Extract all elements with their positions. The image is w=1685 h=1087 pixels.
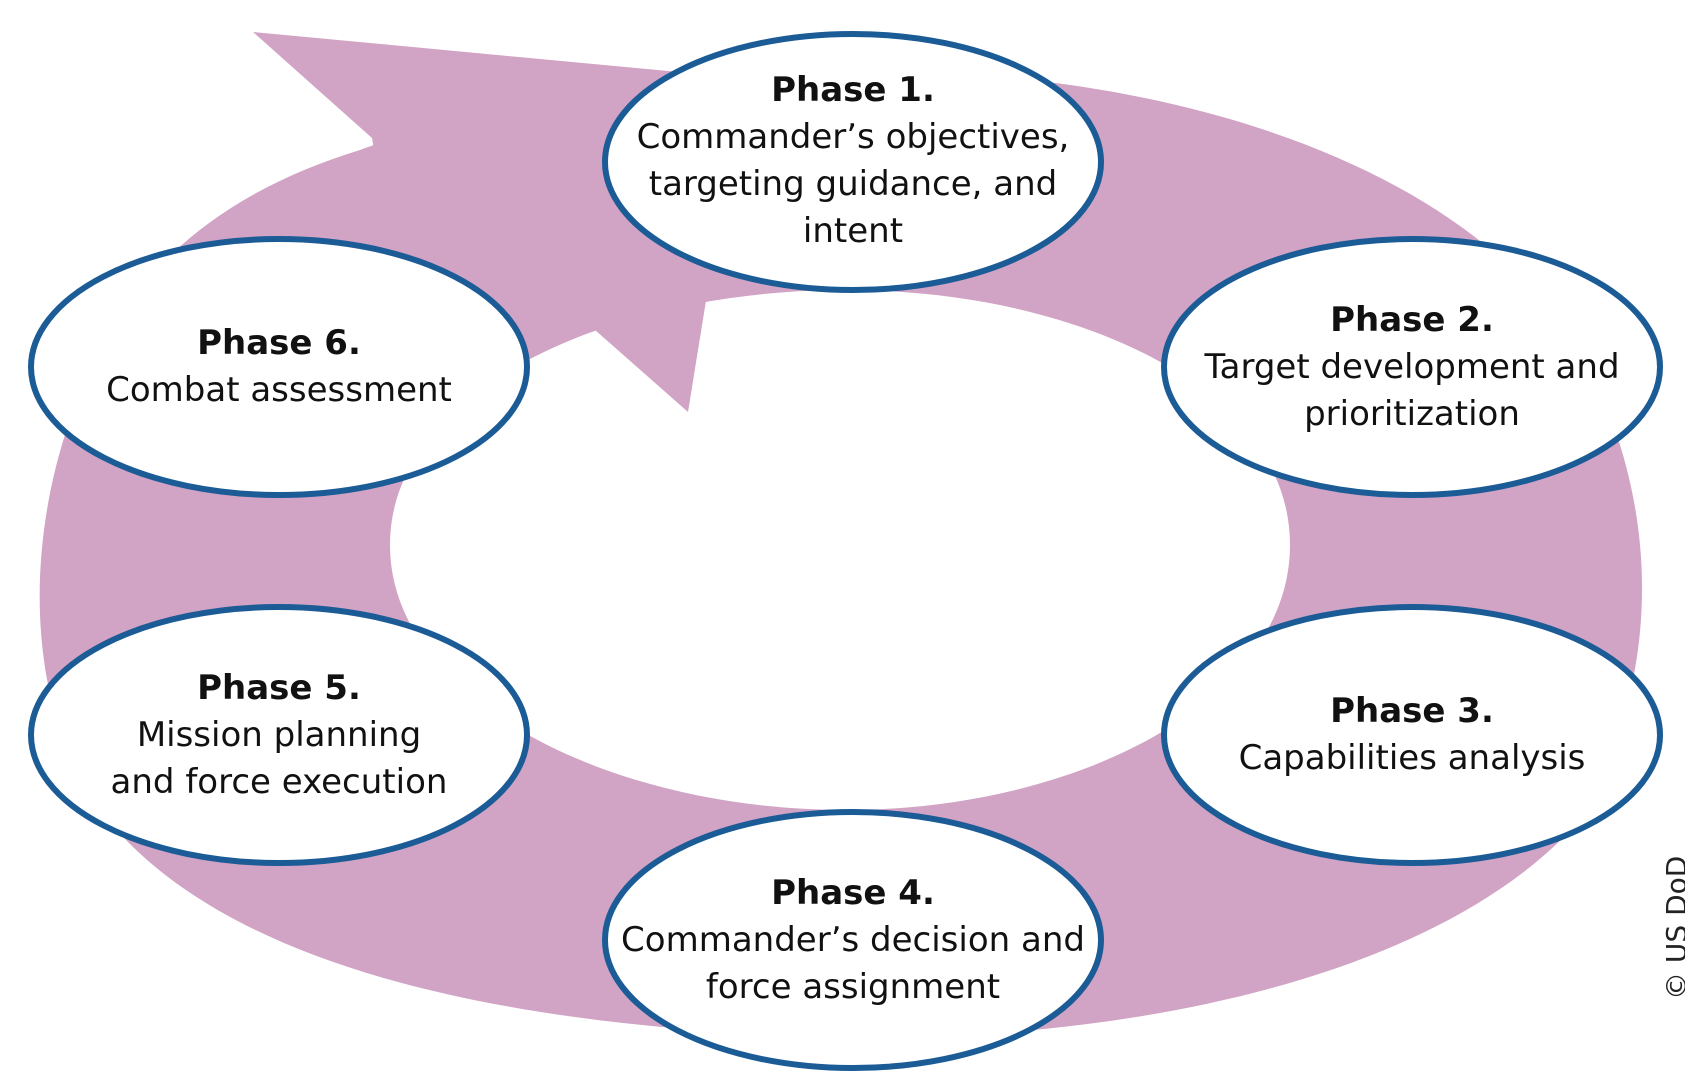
phase-3-title: Phase 3.: [1330, 691, 1494, 731]
phase-1: Phase 1. Commander’s objectives, targeti…: [613, 45, 1093, 277]
phase-6-title: Phase 6.: [197, 323, 361, 363]
phase-3: Phase 3. Capabilities analysis: [1172, 619, 1652, 851]
phase-5-ellipse: [28, 604, 530, 866]
phase-2-title: Phase 2.: [1330, 299, 1494, 340]
phase-4-ellipse: [602, 809, 1104, 1071]
phase-6: Phase 6. Combat assessment: [39, 251, 519, 483]
phase-5: Phase 5. Mission planning and force exec…: [39, 619, 519, 851]
phase-2: Phase 2. Target development and prioriti…: [1172, 251, 1652, 483]
phase-4-description: Commander’s decision and force assignmen…: [621, 919, 1085, 1007]
phase-5-description: Mission planning and force execution: [110, 714, 448, 802]
phase-3-description: Capabilities analysis: [1238, 738, 1586, 778]
phase-1-title: Phase 1.: [771, 70, 935, 110]
phase-1-description: Commander’s objectives, targeting guidan…: [636, 117, 1070, 251]
copyright-notice: © US DoD: [1660, 855, 1685, 1000]
phase-1-ellipse: [602, 31, 1104, 293]
phase-4-title: Phase 4.: [771, 872, 935, 913]
phase-6-ellipse: [28, 236, 530, 498]
phase-4: Phase 4. Commander’s decision and force …: [613, 824, 1093, 1056]
phase-2-ellipse: [1161, 236, 1663, 498]
phase-3-ellipse: [1161, 604, 1663, 866]
phase-6-description: Combat assessment: [106, 370, 452, 410]
phase-5-title: Phase 5.: [197, 667, 361, 708]
phase-2-description: Target development and prioritization: [1204, 346, 1620, 434]
